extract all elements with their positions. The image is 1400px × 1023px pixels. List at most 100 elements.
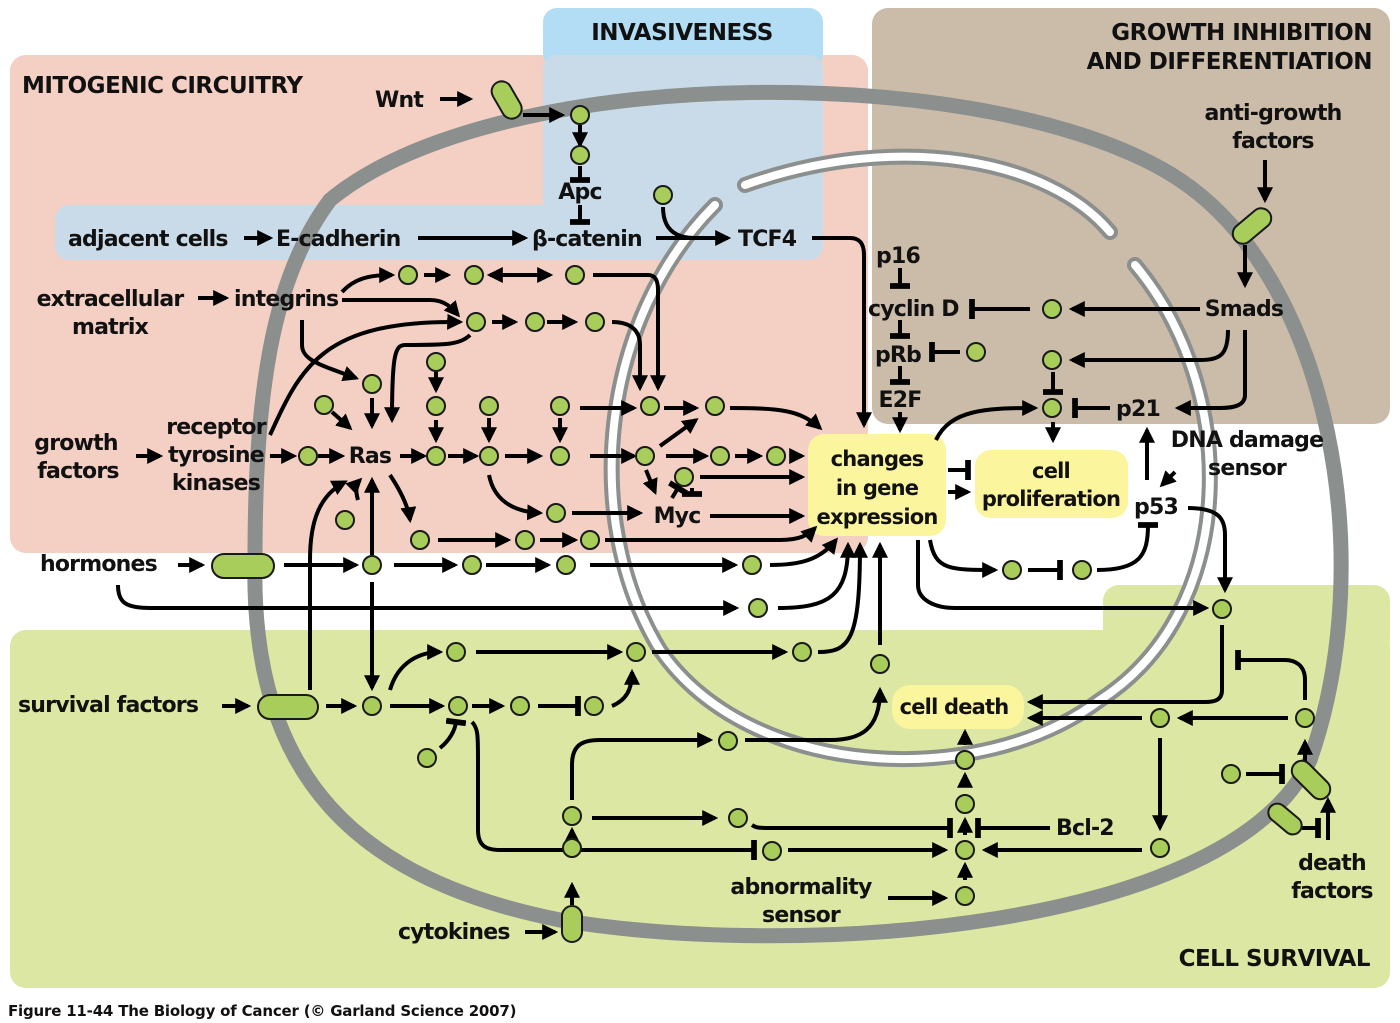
hormones-label: hormones: [40, 552, 158, 577]
integrins-label: integrins: [234, 287, 339, 312]
wnt-node-1: [570, 105, 590, 125]
ras-upstream-node-1: [362, 374, 382, 394]
molecule-labels: E-cadherin β-catenin Apc TCF4 integrins …: [166, 180, 1285, 841]
nuclear-node-5: [766, 446, 786, 466]
region-backgrounds: [10, 8, 1390, 988]
hormone-receptor: [211, 553, 275, 579]
survival-node-8: [417, 748, 437, 768]
wnt-label: Wnt: [375, 88, 424, 113]
death-node-2: [1150, 838, 1170, 858]
p53-regulator-node-1: [1002, 560, 1022, 580]
p53-target-node: [1212, 599, 1232, 619]
survival-node-1: [362, 696, 382, 716]
death-factors-label-2: factors: [1291, 879, 1373, 904]
kinase-node-7: [550, 446, 570, 466]
dna-damage-sensor-label-1: DNA damage: [1171, 428, 1323, 453]
death-factors-label-1: death: [1298, 851, 1366, 876]
adjacent-cells-label: adjacent cells: [68, 227, 228, 252]
survival-node-7: [584, 696, 604, 716]
apoptosis-node-2: [955, 794, 975, 814]
abnormality-sensor-label-2: sensor: [762, 903, 841, 928]
apoptosis-node-1: [955, 750, 975, 770]
p53-label: p53: [1134, 495, 1178, 520]
nuclear-envelope-inner: [607, 152, 1214, 763]
myc-upstream-node: [546, 503, 566, 523]
input-labels: Wnt adjacent cells extracellular matrix …: [18, 88, 1374, 945]
survival-node-4: [792, 642, 812, 662]
survival-factors-label: survival factors: [18, 693, 199, 718]
rtk-label-3: kinases: [172, 471, 261, 496]
smads-label: Smads: [1205, 297, 1284, 322]
nuclear-node-4: [710, 446, 730, 466]
rtk-label-1: receptor: [166, 415, 267, 440]
rtk-adaptor-node: [298, 446, 318, 466]
gene-expression-label-1: changes: [831, 447, 924, 471]
cell-death-box: [892, 685, 1024, 729]
beta-catenin-label: β-catenin: [532, 227, 642, 252]
cell-survival-tab: [1103, 585, 1390, 655]
kinase-node-3: [426, 446, 446, 466]
p21-label: p21: [1116, 397, 1160, 422]
p16-label: p16: [876, 244, 920, 269]
ras-effector-node-3: [580, 530, 600, 550]
anti-growth-factors-label-1: anti-growth: [1204, 101, 1341, 126]
tcf4-label: TCF4: [738, 227, 797, 252]
extracellular-matrix-label-2: matrix: [72, 315, 149, 340]
cytokine-node-1: [562, 838, 582, 858]
hormone-node-1: [362, 555, 382, 575]
nuclear-node-2: [705, 396, 725, 416]
gene-expression-label-3: expression: [817, 505, 938, 529]
prb-label: pRb: [875, 343, 921, 368]
cytokine-node-2: [562, 806, 582, 826]
death-receptor-1: [1290, 759, 1332, 801]
ras-effector-node-2: [515, 530, 535, 550]
bcl2-label: Bcl-2: [1056, 816, 1114, 841]
growth-inhibition-title-1: GROWTH INHIBITION: [1111, 20, 1372, 46]
hormone-node-5: [748, 598, 768, 618]
e-cadherin-label: E-cadherin: [276, 227, 400, 252]
ras-upstream-node-2: [314, 395, 334, 415]
integrin-node-3: [565, 265, 585, 285]
p53-regulator-node-2: [1072, 560, 1092, 580]
anti-growth-receptor: [1231, 207, 1273, 245]
nuclear-node-3: [635, 446, 655, 466]
hormone-node-2: [462, 555, 482, 575]
integrin-node-1: [398, 265, 418, 285]
wnt-node-2: [570, 145, 590, 165]
edges: [116, 91, 1336, 940]
kinase-node-5: [479, 446, 499, 466]
survival-node-2: [446, 642, 466, 662]
survival-factor-receptor: [257, 694, 319, 720]
survival-node-3: [626, 642, 646, 662]
wnt-receptor: [490, 80, 523, 120]
hormone-node-4: [742, 555, 762, 575]
cytokine-node-5: [762, 841, 782, 861]
gene-expression-label-2: in gene: [836, 476, 919, 500]
cell-death-label: cell death: [900, 695, 1009, 719]
death-receptor-2: [1267, 802, 1303, 836]
smad-node-1: [1042, 299, 1062, 319]
cytokines-label: cytokines: [398, 920, 510, 945]
integrin-node-5: [525, 312, 545, 332]
survival-node-5: [448, 696, 468, 716]
extracellular-matrix-label-1: extracellular: [37, 287, 185, 312]
nuclear-node-1: [640, 396, 660, 416]
myc-regulator-node: [674, 467, 694, 487]
growth-factors-label-1: growth: [34, 431, 117, 456]
receptors: [211, 80, 1332, 943]
cell-proliferation-label-2: proliferation: [982, 487, 1120, 511]
invasiveness-title: INVASIVENESS: [591, 20, 773, 46]
cytokine-node-3: [718, 731, 738, 751]
invasiveness-header-region: [543, 8, 823, 68]
outcome-labels: changes in gene expression cell prolifer…: [817, 447, 1121, 719]
integrin-node-6: [585, 312, 605, 332]
cytokine-receptor: [561, 905, 583, 943]
e2f-label: E2F: [879, 388, 922, 413]
growth-inhibition-title-2: AND DIFFERENTIATION: [1087, 49, 1372, 75]
death-node-1: [1150, 708, 1170, 728]
survival-node-6: [510, 696, 530, 716]
integrin-node-4: [466, 312, 486, 332]
ras-label: Ras: [349, 444, 392, 469]
cyclin-d-label: cyclin D: [868, 297, 959, 322]
